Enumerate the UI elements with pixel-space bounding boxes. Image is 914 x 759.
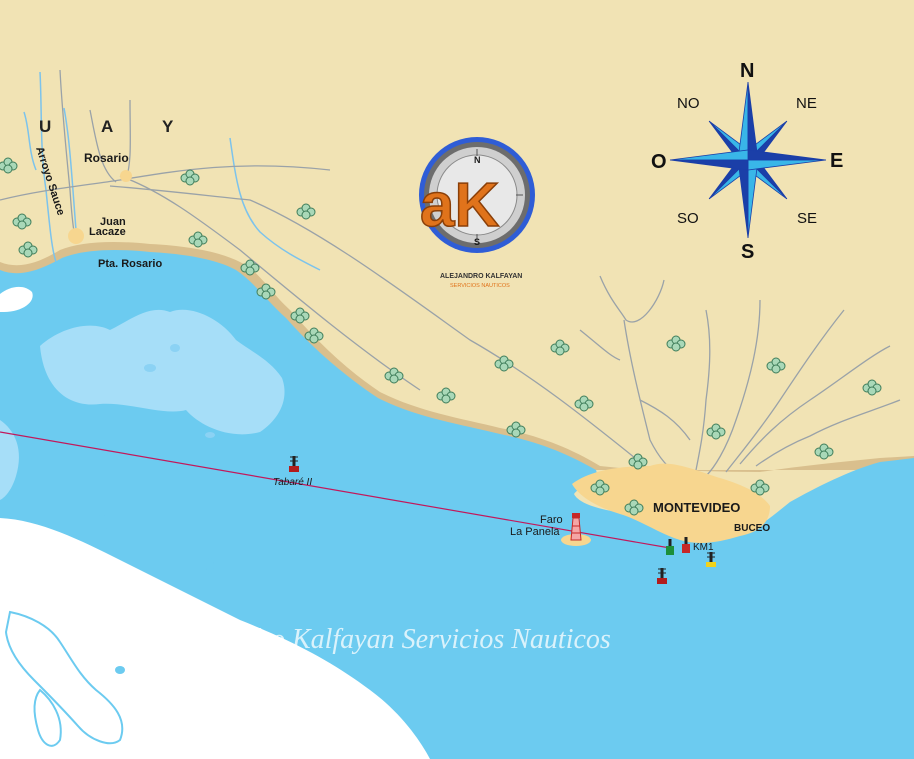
buoy-green [666, 539, 674, 555]
label-faro: Faro [540, 514, 563, 526]
logo-subtitle: SERVICIOS NAUTICOS [450, 283, 510, 289]
water-spot [115, 666, 125, 674]
tree-icon [590, 479, 610, 496]
compass-so: SO [677, 210, 699, 227]
label-pta-rosario: Pta. Rosario [98, 258, 162, 270]
logo-dial-s: S [474, 237, 480, 247]
label-juan: Juan [100, 216, 126, 228]
tree-icon [240, 259, 260, 276]
coast-island [0, 286, 33, 312]
roads [0, 69, 901, 477]
montevideo-urban-area [572, 463, 770, 543]
tree-icon [290, 307, 310, 324]
compass-no: NO [677, 95, 700, 112]
water-spot [97, 514, 107, 534]
logo-dial-n: N [474, 155, 481, 165]
juan-lacaze-urban [68, 228, 84, 244]
logo-letters: aK [420, 171, 499, 240]
country-letter-u: U [39, 117, 51, 136]
label-la-panela: La Panela [510, 526, 560, 538]
compass-ne: NE [796, 95, 817, 112]
tree-icon [494, 355, 514, 372]
tree-icon [436, 387, 456, 404]
tree-icon [624, 499, 644, 516]
tree-icon [550, 339, 570, 356]
tree-icon [666, 335, 686, 352]
shoal-spot [144, 364, 156, 372]
water-spot [206, 558, 214, 574]
tree-icon [256, 283, 276, 300]
shoal-outline [33, 688, 62, 747]
tree-clusters [0, 157, 882, 516]
rivers [23, 71, 321, 271]
tree-icon [750, 479, 770, 496]
tree-icon [188, 231, 208, 248]
buoy-south [657, 568, 667, 584]
tree-icon [862, 379, 882, 396]
label-montevideo: MONTEVIDEO [653, 500, 740, 515]
tree-icon [766, 357, 786, 374]
tree-icon [628, 453, 648, 470]
label-tabare: Tabaré II [273, 477, 312, 488]
buoy-yellow [706, 552, 716, 567]
tree-icon [506, 421, 526, 438]
rosario-urban [120, 170, 132, 182]
compass-se: SE [797, 210, 817, 227]
compass-n: N [740, 60, 754, 82]
lighthouse-icon [570, 513, 582, 541]
label-rosario: Rosario [84, 151, 129, 165]
logo-name: ALEJANDRO KALFAYAN [440, 273, 522, 280]
compass-e: E [830, 150, 843, 172]
tree-icon [574, 395, 594, 412]
watermark-text: Alejandro Kalfayan Servicios Nauticos [172, 624, 611, 655]
shoal-spot [170, 344, 180, 352]
shoal-area [40, 309, 285, 435]
tree-icon [296, 203, 316, 220]
tree-icon [18, 241, 38, 258]
company-logo: N S aK ALEJANDRO KALFAYAN SERVICIOS NAUT… [419, 137, 535, 289]
buoy-km1 [682, 537, 690, 553]
tree-icon [706, 423, 726, 440]
country-letter-y: Y [162, 117, 174, 136]
tree-icon [814, 443, 834, 460]
label-km1: KM1 [693, 542, 714, 553]
tree-icon [304, 327, 324, 344]
shoal-outline [4, 610, 124, 745]
buoy-tabare [289, 456, 299, 472]
compass-s: S [741, 241, 754, 263]
country-letter-a: A [101, 117, 113, 136]
label-lacaze: Lacaze [89, 226, 126, 238]
compass-rose [669, 81, 827, 239]
tree-icon [180, 169, 200, 186]
shoal-area-left [0, 420, 19, 500]
label-buceo: BUCEO [734, 523, 770, 534]
shoal-spot [205, 432, 215, 438]
compass-o: O [651, 151, 667, 173]
tree-icon [0, 157, 18, 174]
tree-icon [12, 213, 32, 230]
navigation-route [0, 431, 671, 549]
tree-icon [384, 367, 404, 384]
